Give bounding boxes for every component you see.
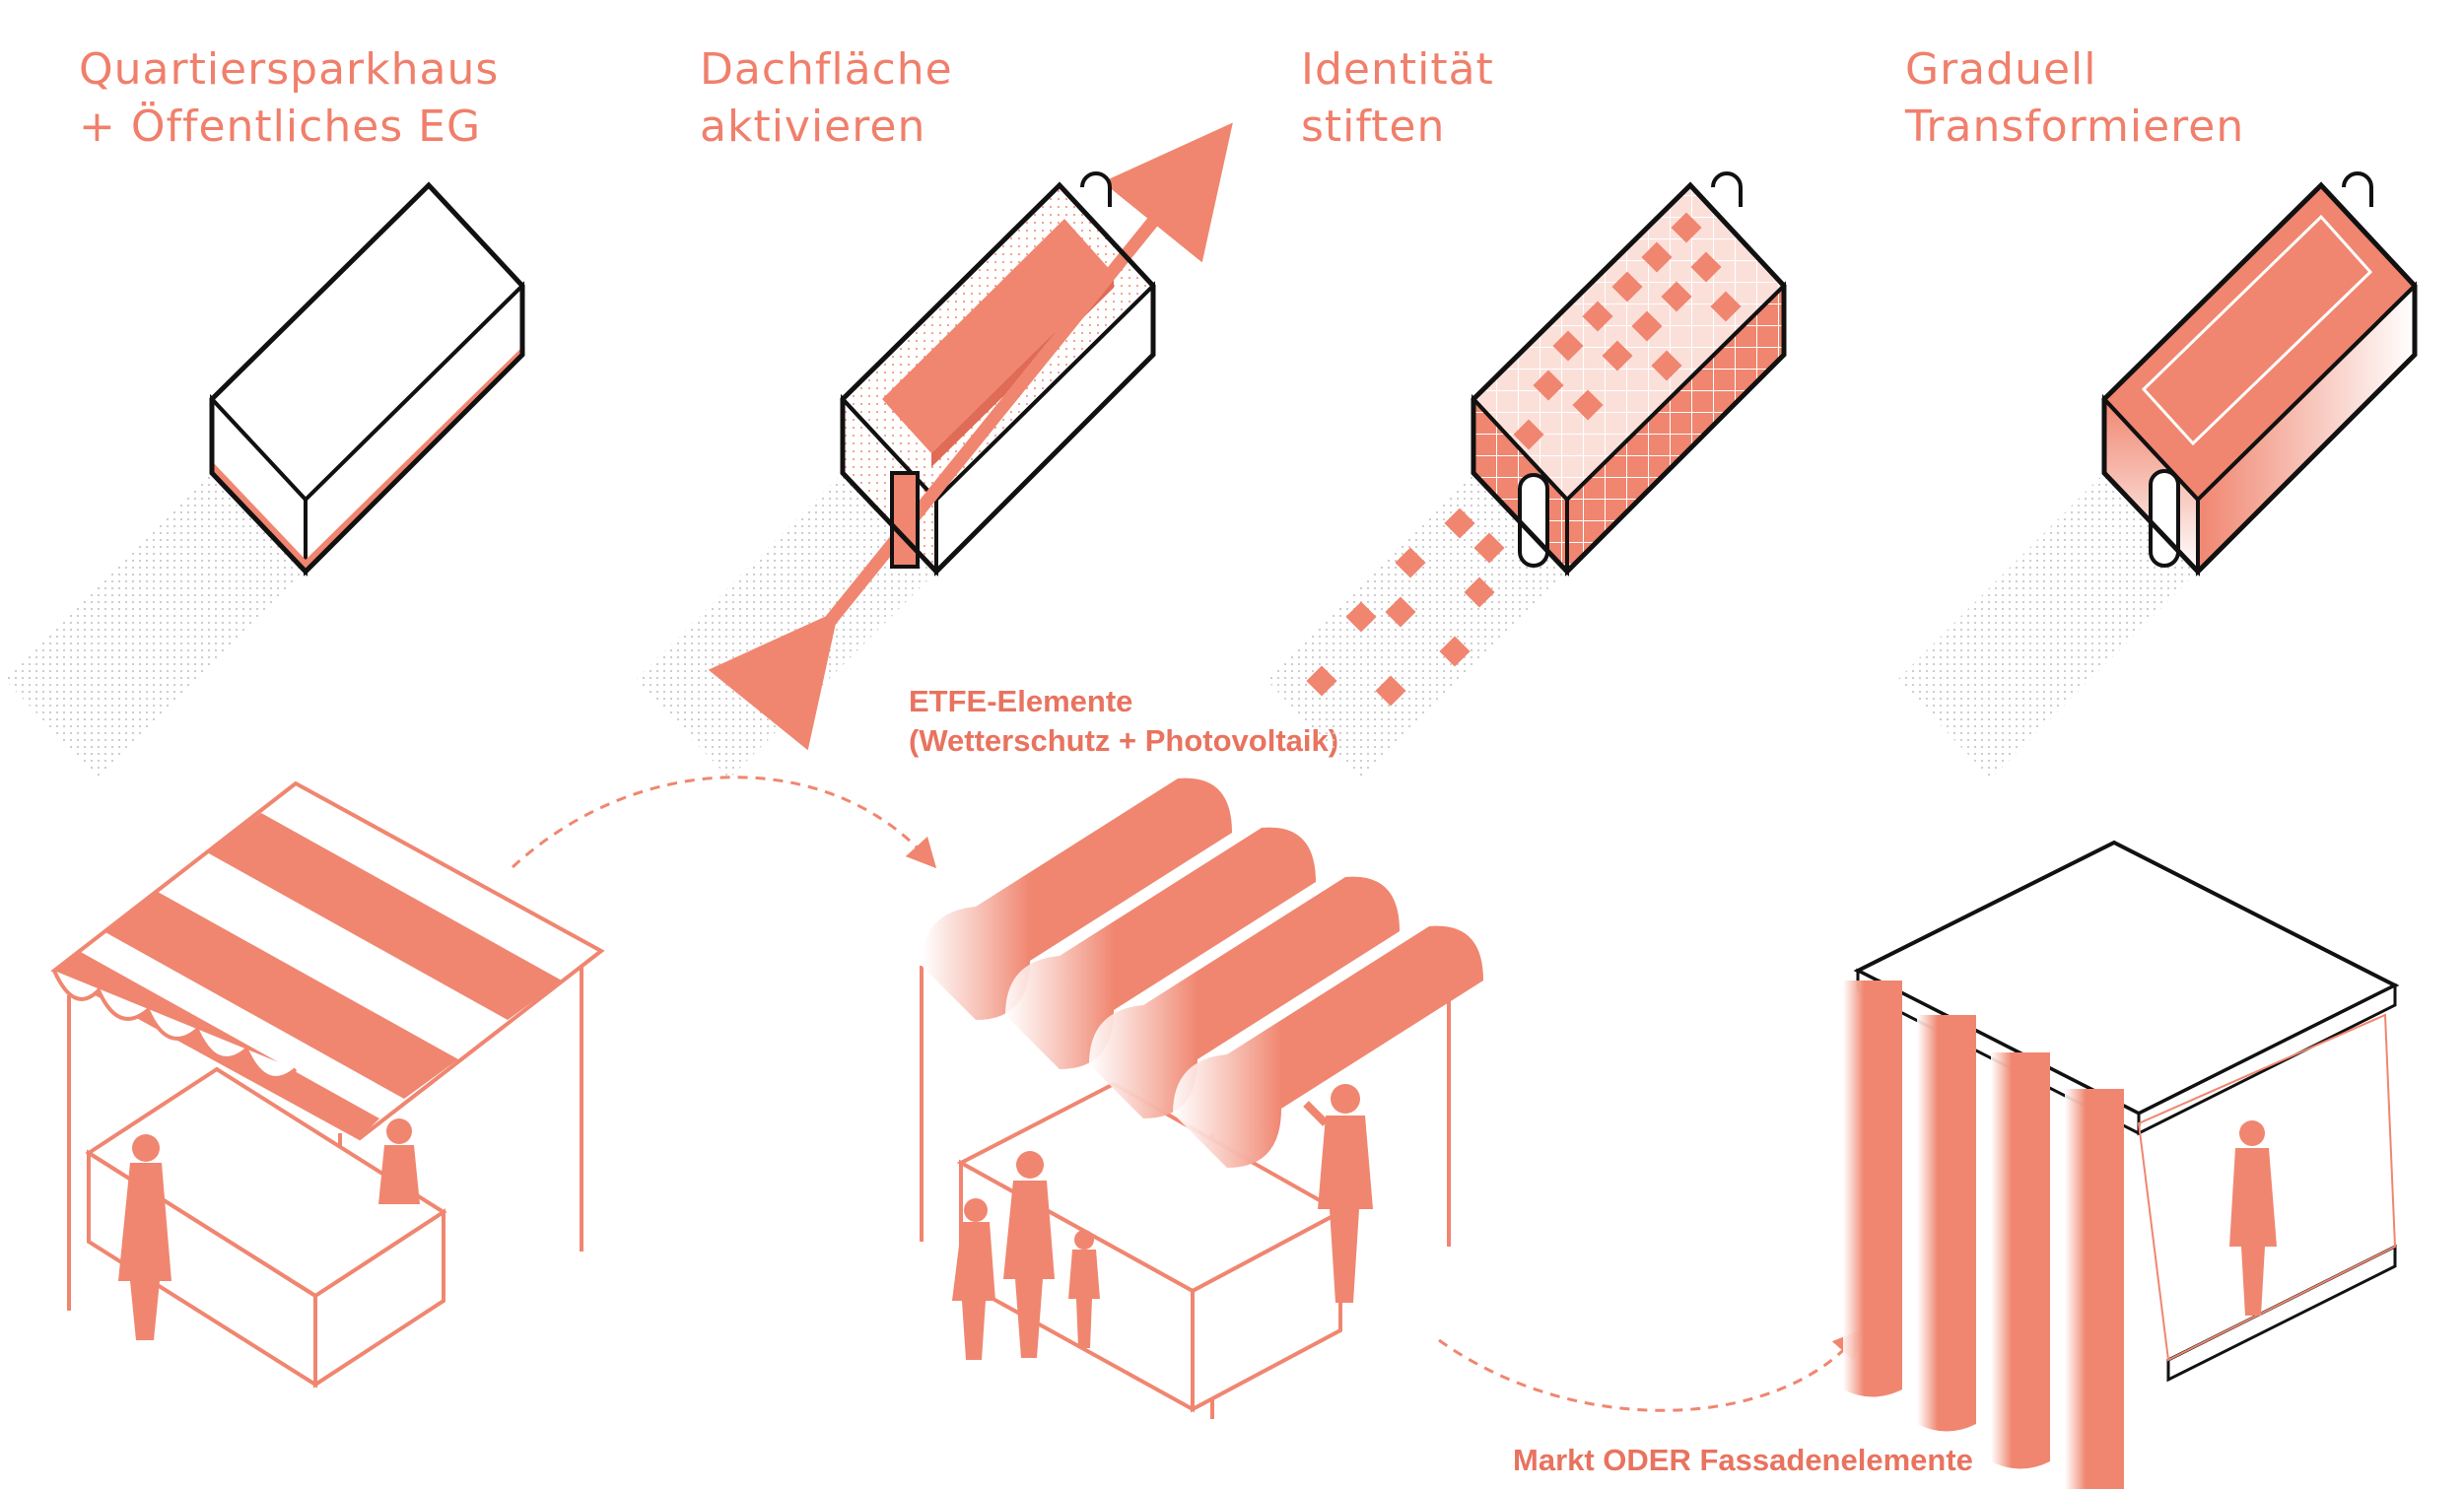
family-icon xyxy=(952,1151,1100,1360)
flow-arrow-1 xyxy=(511,776,937,869)
person-icon xyxy=(2229,1120,2277,1316)
title-line: Dachfläche xyxy=(700,44,953,95)
title-line: + Öffentliches EG xyxy=(79,102,482,152)
market-stall-awning xyxy=(50,780,605,1388)
pixel-pattern xyxy=(1513,212,1742,450)
person-icon xyxy=(378,1118,420,1204)
title-graduell: Graduell Transformieren xyxy=(1905,41,2244,156)
title-quartiersparkhaus: Quartiersparkhaus + Öffentliches EG xyxy=(79,41,499,156)
building-dachflaeche xyxy=(636,122,1233,778)
building-parkhaus xyxy=(5,181,525,778)
markt-label: Markt ODER Fassadenelemente xyxy=(1513,1441,1973,1480)
market-stall-fassade xyxy=(1843,840,2400,1489)
title-line: Identität xyxy=(1301,44,1494,95)
facade-cylinders xyxy=(1843,981,2124,1489)
building-graduell xyxy=(1897,171,2418,778)
person-icon xyxy=(118,1134,171,1340)
title-line: Transformieren xyxy=(1905,102,2245,152)
title-line: Graduell xyxy=(1905,44,2097,95)
title-line: stiften xyxy=(1301,102,1446,152)
market-stall-etfe xyxy=(920,778,1483,1419)
building-identitaet xyxy=(1266,171,1787,778)
title-line: Quartiersparkhaus xyxy=(79,44,500,95)
flow-arrow-2 xyxy=(1438,1328,1863,1412)
person-icon xyxy=(1303,1084,1373,1303)
markt-label-line: Markt ODER Fassadenelemente xyxy=(1513,1443,1973,1477)
title-identitaet: Identität stiften xyxy=(1301,41,1494,156)
